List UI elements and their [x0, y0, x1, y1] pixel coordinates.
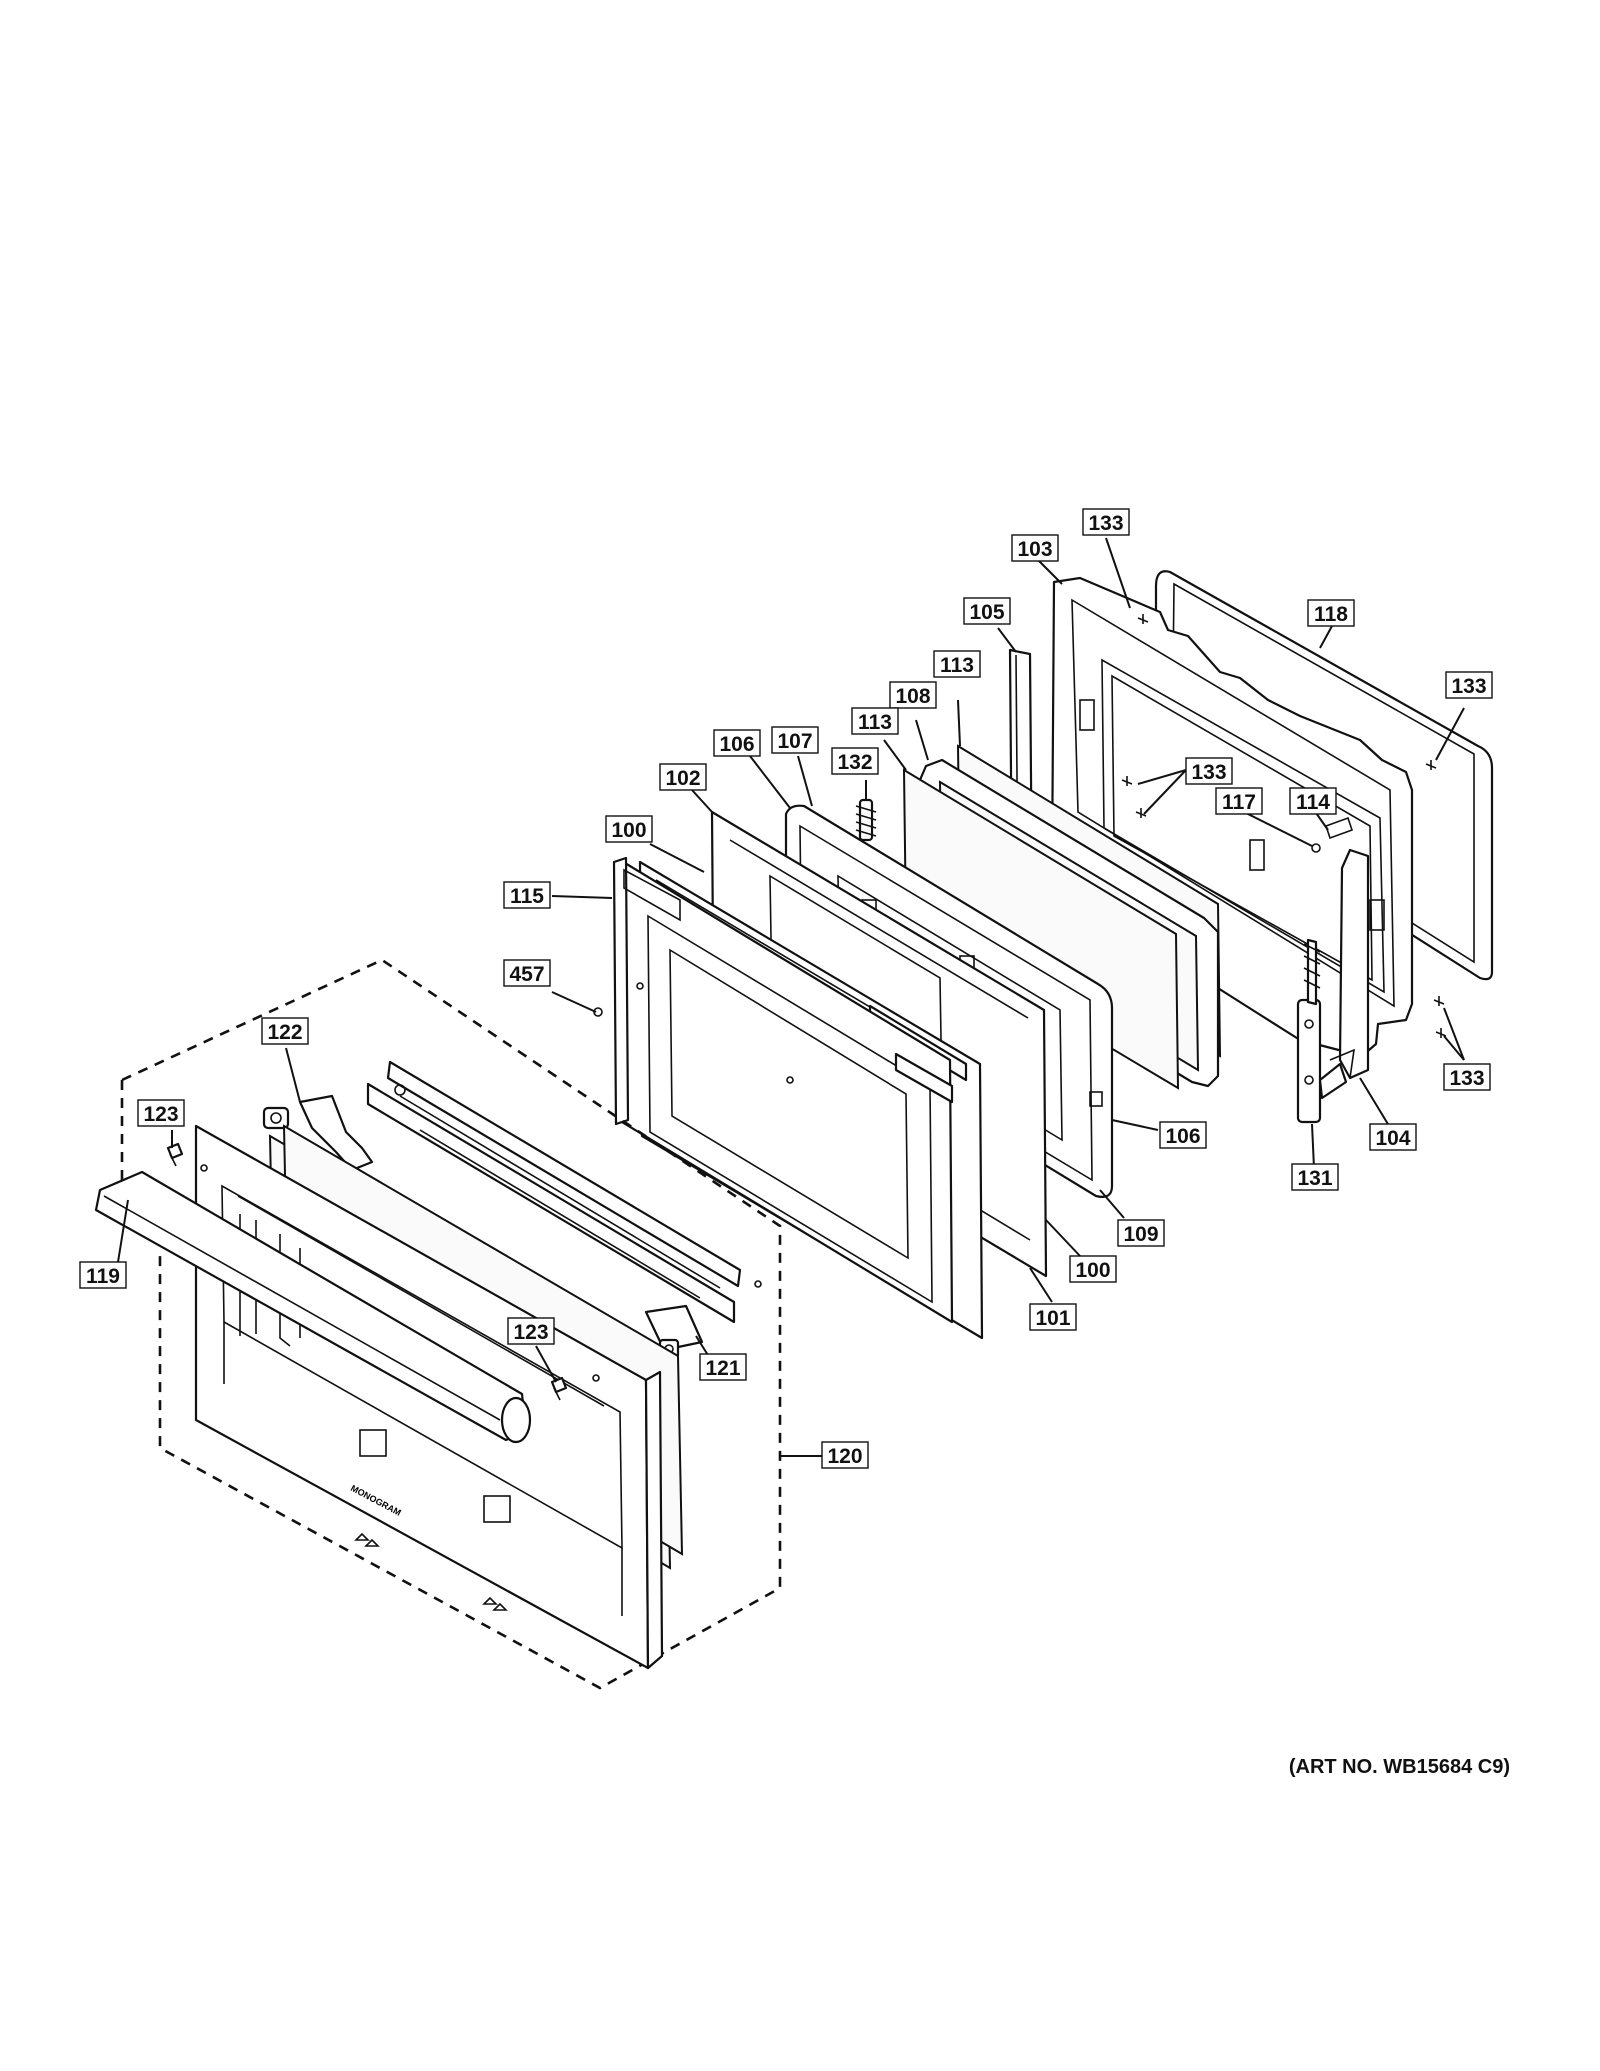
callout-133: 133 [1185, 757, 1233, 785]
callout-106: 106 [1159, 1121, 1207, 1149]
callout-100-text: 100 [1075, 1259, 1110, 1282]
callout-114: 114 [1289, 787, 1337, 815]
part-131-hinge [1296, 938, 1348, 1124]
callout-109: 109 [1117, 1219, 1165, 1247]
callout-100: 100 [605, 815, 653, 843]
callout-107: 107 [771, 726, 819, 754]
callout-106-text: 106 [1165, 1125, 1200, 1148]
callout-113-text: 113 [940, 654, 974, 677]
callout-113: 113 [933, 650, 981, 678]
callout-118: 118 [1307, 599, 1355, 627]
callout-133: 133 [1445, 671, 1493, 699]
callout-108: 108 [889, 681, 937, 709]
part-outer-door-panel: MONOGRAM [194, 1124, 664, 1670]
callout-105-text: 105 [969, 601, 1004, 624]
callout-119-text: 119 [86, 1265, 120, 1288]
callout-132-text: 132 [837, 751, 872, 774]
part-132-spring [855, 798, 877, 842]
callout-133: 133 [1082, 508, 1130, 536]
leader-lines [117, 537, 1465, 1457]
callout-106: 106 [713, 729, 761, 757]
screws-133 [1121, 614, 1447, 1038]
callout-101-text: 101 [1035, 1307, 1070, 1330]
callout-118-text: 118 [1314, 603, 1348, 626]
part-122-clip [262, 1094, 374, 1172]
callout-117-text: 117 [1222, 791, 1256, 814]
callout-117: 117 [1215, 787, 1263, 815]
callout-100-text: 100 [611, 819, 646, 842]
callout-133-text: 133 [1451, 675, 1486, 698]
callout-131-text: 131 [1297, 1167, 1332, 1190]
callout-457-text: 457 [509, 963, 544, 986]
callout-104-text: 104 [1375, 1127, 1410, 1150]
callout-133-text: 133 [1191, 761, 1226, 784]
callout-123: 123 [507, 1317, 555, 1345]
part-115-outer-panel [612, 856, 954, 1324]
callout-108-text: 108 [895, 685, 930, 708]
callout-115: 115 [503, 881, 551, 909]
art-number: (ART NO. WB15684 C9) [1288, 1756, 1510, 1778]
callout-103: 103 [1011, 534, 1059, 562]
callout-102-text: 102 [665, 767, 700, 790]
part-119-handle [94, 1170, 532, 1444]
callout-100: 100 [1069, 1255, 1117, 1283]
callout-133: 133 [1443, 1063, 1491, 1091]
callout-120-text: 120 [827, 1445, 862, 1468]
callout-115-text: 115 [510, 885, 544, 908]
callout-119: 119 [79, 1261, 127, 1289]
callout-133-text: 133 [1088, 512, 1123, 535]
callout-132: 132 [831, 747, 879, 775]
callout-120: 120 [821, 1441, 869, 1469]
callout-131: 131 [1291, 1163, 1339, 1191]
callout-109-text: 109 [1123, 1223, 1158, 1246]
callout-133-text: 133 [1449, 1067, 1484, 1090]
callout-457: 457 [503, 959, 551, 987]
callout-121-text: 121 [705, 1357, 740, 1380]
callout-122: 122 [261, 1017, 309, 1045]
callout-104: 104 [1369, 1123, 1417, 1151]
callout-121: 121 [699, 1353, 747, 1381]
callout-102: 102 [659, 763, 707, 791]
callout-101: 101 [1029, 1303, 1077, 1331]
callout-113-text: 113 [858, 711, 892, 734]
callout-113: 113 [851, 707, 899, 735]
callout-103-text: 103 [1017, 538, 1052, 561]
part-104-hinge-receiver [1329, 848, 1370, 1080]
callout-123-text: 123 [143, 1103, 178, 1126]
callout-107-text: 107 [777, 730, 812, 753]
callout-123: 123 [137, 1099, 185, 1127]
part-front-door-rails [366, 1060, 762, 1324]
callout-105: 105 [963, 597, 1011, 625]
callout-106-text: 106 [719, 733, 754, 756]
callout-114-text: 114 [1296, 791, 1330, 814]
callout-123-text: 123 [513, 1321, 548, 1344]
callout-122-text: 122 [267, 1021, 302, 1044]
